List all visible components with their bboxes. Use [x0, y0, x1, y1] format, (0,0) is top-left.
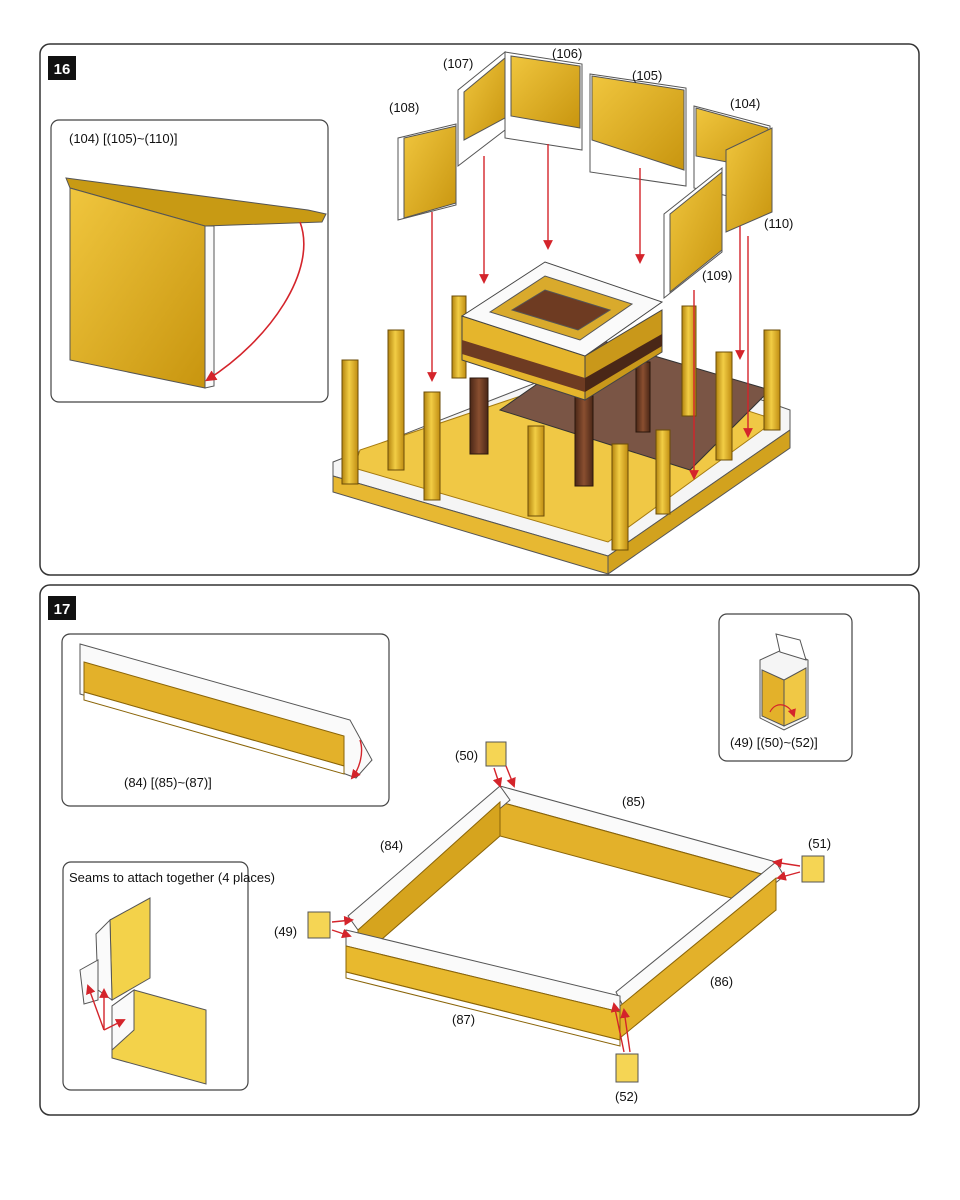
inset-rail: (84) [(85)~(87)] [61, 633, 390, 807]
label-106: (106) [552, 46, 582, 61]
square-frame [307, 741, 825, 1083]
label-105: (105) [632, 68, 662, 83]
inset-post: (49) [(50)~(52)] [718, 613, 853, 762]
wall-panel-106 [504, 51, 583, 151]
inset-fold-arrow [205, 221, 305, 382]
label-84: (84) [380, 838, 403, 853]
inset-panel-edge [204, 225, 215, 389]
step-17-panel: 17 (84) [(85)~(87)] (49) [(50)~(52)] Sea… [39, 584, 920, 1116]
label-51: (51) [808, 836, 831, 851]
post-49 [307, 911, 331, 939]
label-110: (110) [764, 216, 793, 231]
label-104: (104) [730, 96, 760, 111]
inset-post-label: (49) [(50)~(52)] [730, 735, 818, 750]
wall-panel-108 [397, 123, 457, 221]
step-16-badge [48, 56, 76, 80]
central-shrine [460, 261, 664, 487]
label-50: (50) [455, 748, 478, 763]
label-108: (108) [389, 100, 419, 115]
label-85: (85) [622, 794, 645, 809]
inset-part-label: (104) [(105)~(110)] [69, 131, 178, 146]
label-109: (109) [702, 268, 732, 283]
post-52 [615, 1053, 639, 1083]
step-16-number: 16 [54, 61, 71, 78]
inset-seams: Seams to attach together (4 places) [62, 861, 275, 1091]
label-49: (49) [274, 924, 297, 939]
wall-panel-109 [663, 166, 723, 300]
assembly-arrows-17 [331, 765, 801, 1053]
label-107: (107) [443, 56, 473, 71]
assembly-arrows-16 [427, 144, 753, 480]
label-87: (87) [452, 1012, 475, 1027]
label-52: (52) [615, 1089, 638, 1104]
post-50 [485, 741, 507, 767]
step-17-badge [48, 596, 76, 620]
wall-panel-105 [589, 73, 687, 187]
step-16-panel: 16 (104) [(105)~(110)] [39, 43, 920, 576]
label-86: (86) [710, 974, 733, 989]
post-51 [801, 855, 825, 883]
step-16-inset: (104) [(105)~(110)] [50, 119, 329, 403]
step-17-number: 17 [54, 601, 71, 618]
inset-seams-label: Seams to attach together (4 places) [69, 870, 275, 885]
inset-rail-label: (84) [(85)~(87)] [124, 775, 212, 790]
gold-pillars [341, 295, 781, 551]
